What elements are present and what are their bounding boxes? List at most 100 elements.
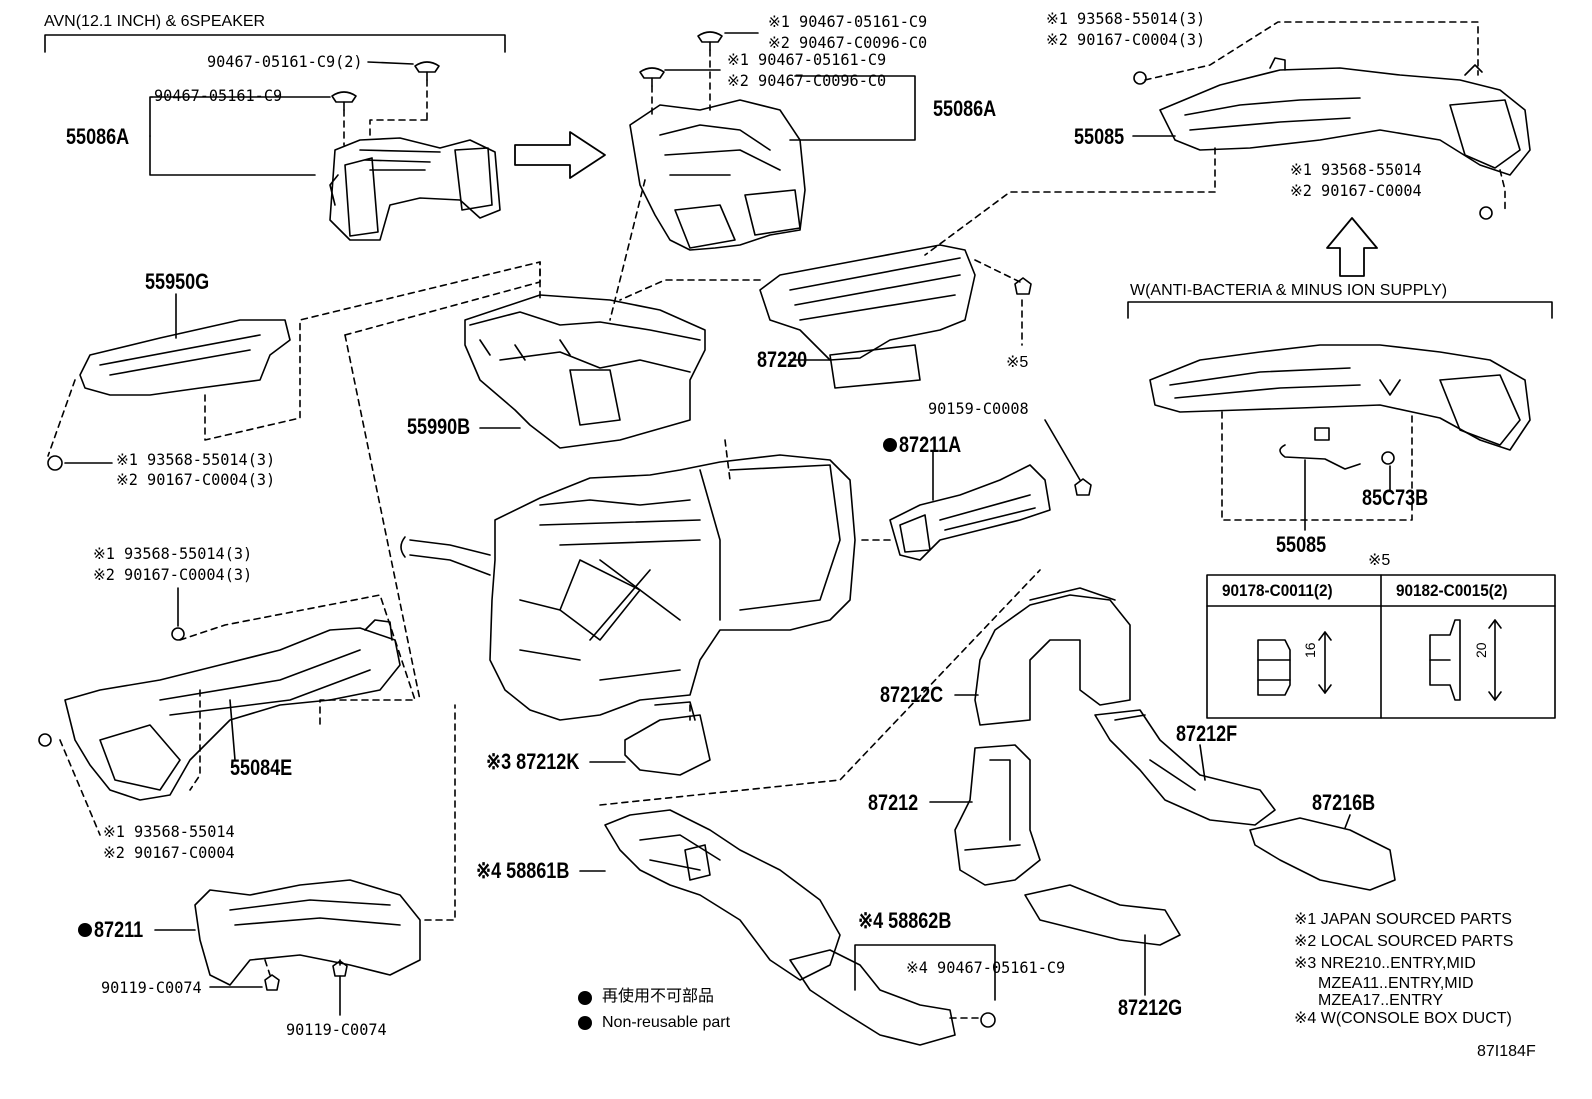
legend-non-reusable: Non-reusable part [602, 1014, 731, 1031]
callout-87212g: 87212G [1118, 995, 1183, 1020]
callout-58862b: ※4 58862B [858, 908, 952, 933]
callout-low-clip-1: ※1 93568-55014 [103, 822, 235, 841]
callout-top-screw-b1: ※1 90467-05161-C9 [727, 50, 887, 69]
table-col-90182: 90182-C0015(2) [1396, 581, 1508, 600]
non-reusable-dot-icon [883, 438, 897, 452]
callout-top-screw-a2: ※2 90467-C0096-C0 [768, 33, 928, 52]
duct-87211 [194, 879, 421, 986]
note-3-line2: MZEA11..ENTRY,MID [1318, 975, 1474, 992]
callout-screw-90119-a: 90119-C0074 [101, 978, 202, 997]
arrow-right-icon [514, 131, 606, 179]
callout-screw-90119-b: 90119-C0074 [286, 1020, 387, 1039]
clip-icon [47, 455, 63, 471]
duct-87212f [1094, 709, 1276, 826]
duct-87211a [889, 464, 1051, 561]
callout-87216b: 87216B [1312, 790, 1376, 815]
dim-20: 20 [1473, 642, 1489, 658]
callout-mid-clip-1: ※1 93568-55014(3) [93, 544, 253, 563]
duct-58861b [604, 809, 841, 981]
callout-55084e: 55084E [230, 755, 293, 780]
screw-icon [264, 974, 280, 991]
housing-55990b [464, 294, 706, 449]
callout-screw-90467-c9-2: 90467-05161-C9(2) [207, 52, 363, 71]
dim-16: 16 [1302, 642, 1318, 658]
clip-icon [38, 733, 52, 747]
callout-87212c: 87212C [880, 682, 944, 707]
clip-icon [171, 627, 185, 641]
screw-icon [980, 1012, 996, 1028]
case-87220 [759, 244, 976, 389]
callout-55950g: 55950G [145, 269, 210, 294]
duct-87212c [974, 587, 1131, 726]
nut-90182-drawing [1429, 619, 1502, 701]
screw-icons-top-center [639, 31, 723, 87]
callout-tr-clip-single-2: ※2 90167-C0004 [1290, 181, 1422, 200]
callout-left-clip-1: ※1 93568-55014(3) [116, 450, 276, 469]
callout-87211a: 87211A [899, 432, 962, 457]
duct-55085-antibacteria [1149, 344, 1531, 451]
hvac-unit [400, 454, 856, 721]
callout-tr-clip-single-1: ※1 93568-55014 [1290, 160, 1422, 179]
anti-bacteria-bracket [1127, 301, 1553, 319]
duct-87216b [1249, 817, 1396, 891]
legend-jp-non-reusable: 再使用不可部品 [602, 988, 715, 1005]
callout-87212: 87212 [868, 790, 919, 815]
callout-87220: 87220 [757, 347, 808, 372]
callout-87212k: ※3 87212K [486, 749, 580, 774]
note-3: ※3 NRE210..ENTRY,MID [1294, 955, 1476, 972]
screw-icons-top-left [331, 61, 440, 111]
nut-icon [1074, 478, 1092, 496]
callout-87212f: 87212F [1176, 721, 1238, 746]
callout-note5-marker: ※5 [1006, 354, 1029, 371]
fastener-table [1206, 574, 1556, 719]
non-reusable-dot-icon [78, 923, 92, 937]
callout-left-clip-2: ※2 90167-C0004(3) [116, 470, 276, 489]
callout-55085-bottom: 55085 [1276, 532, 1327, 557]
callout-85c73b: 85C73B [1362, 485, 1429, 510]
note-1: ※1 JAPAN SOURCED PARTS [1294, 911, 1512, 928]
duct-55086a-large [629, 99, 806, 251]
note-2: ※2 LOCAL SOURCED PARTS [1294, 933, 1514, 950]
callout-mid-clip-2: ※2 90167-C0004(3) [93, 565, 253, 584]
clip-icon [1479, 206, 1493, 220]
callout-screw-note4: ※4 90467-05161-C9 [906, 958, 1066, 977]
legend-dot-icon [578, 1016, 592, 1030]
callout-55086a-left: 55086A [66, 124, 130, 149]
callout-55990b: 55990B [407, 414, 471, 439]
avn-header: AVN(12.1 INCH) & 6SPEAKER [44, 13, 266, 30]
duct-55085-top [1159, 57, 1531, 176]
panel-55950g [79, 319, 291, 396]
duct-55086a-small [329, 137, 501, 241]
duct-87212k [624, 701, 711, 776]
callout-tr-clip-2: ※2 90167-C0004(3) [1046, 30, 1206, 49]
duct-87212 [954, 744, 1041, 886]
callout-low-clip-2: ※2 90167-C0004 [103, 843, 235, 862]
avn-bracket [44, 34, 506, 53]
ion-generator [1279, 427, 1361, 470]
figure-id: 87I184F [1477, 1043, 1536, 1060]
table-col-90178: 90178-C0011(2) [1222, 581, 1333, 600]
leader-55086a-left [149, 135, 316, 176]
grommet-icon [1381, 451, 1395, 465]
screw-icon [332, 960, 348, 977]
arrow-up-icon [1326, 217, 1378, 277]
callout-top-screw-a1: ※1 90467-05161-C9 [768, 12, 928, 31]
nut-90178-drawing [1257, 631, 1332, 696]
callout-top-screw-b2: ※2 90467-C0096-C0 [727, 71, 887, 90]
note-4: ※4 W(CONSOLE BOX DUCT) [1294, 1010, 1512, 1027]
legend-dot-icon [578, 991, 592, 1005]
callout-55086a-right: 55086A [933, 96, 997, 121]
callout-55085-top: 55085 [1074, 124, 1125, 149]
note-3-line3: MZEA17..ENTRY [1318, 992, 1444, 1009]
callout-87211: 87211 [94, 917, 144, 942]
clip-icon [1133, 71, 1147, 85]
table-note5-title: ※5 [1368, 552, 1391, 569]
anti-bacteria-header: W(ANTI-BACTERIA & MINUS ION SUPPLY) [1130, 282, 1448, 299]
callout-tr-clip-1: ※1 93568-55014(3) [1046, 9, 1206, 28]
nut-icon [1014, 277, 1032, 295]
callout-screw-90467-c9: 90467-05161-C9 [154, 86, 283, 105]
duct-87212g [1024, 884, 1181, 946]
callout-58861b: ※4 58861B [476, 858, 570, 883]
